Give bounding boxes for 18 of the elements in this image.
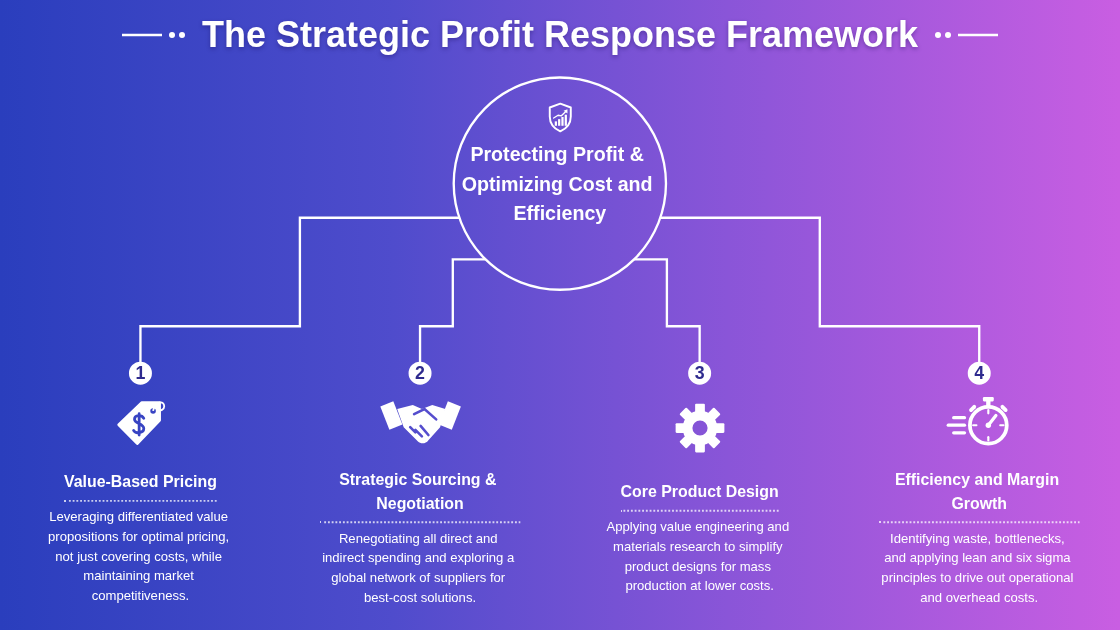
connector	[419, 258, 486, 364]
node-circle: 1	[129, 361, 153, 385]
node-label: Identifying waste, bottlenecks, and applying lean and six sigma principles to drive out operational and overhead costs.	[881, 530, 1074, 605]
node-label: Value-Based Pricing	[64, 472, 218, 491]
node-label: Applying value engineering and materials research to simplify product designs for mass production at lower costs.	[606, 518, 790, 593]
node-circle: 4	[967, 361, 991, 385]
title: The Strategic Profit Response Framework	[201, 14, 919, 56]
node-label: Renegotiating all direct and indirect spending and exploring a global network of suppliers for best-cost solutions.	[322, 530, 515, 605]
node-label: Leveraging differentiated value propositions for optimal pricing, not just covering costs, while maintaining market competitiveness.	[48, 508, 230, 603]
node-label: Efficiency and Margin Growth	[895, 470, 1060, 513]
node-label: Core Product Design	[620, 482, 779, 501]
connector	[660, 216, 981, 364]
node-circle: Protecting Profit & Optimizing Cost and Efficiency	[452, 76, 668, 291]
node-circle: 2	[408, 361, 432, 385]
node-circle: 3	[688, 361, 712, 385]
connector	[634, 258, 701, 364]
connector	[139, 216, 460, 364]
node-label: Strategic Sourcing & Negotiation	[339, 470, 497, 513]
